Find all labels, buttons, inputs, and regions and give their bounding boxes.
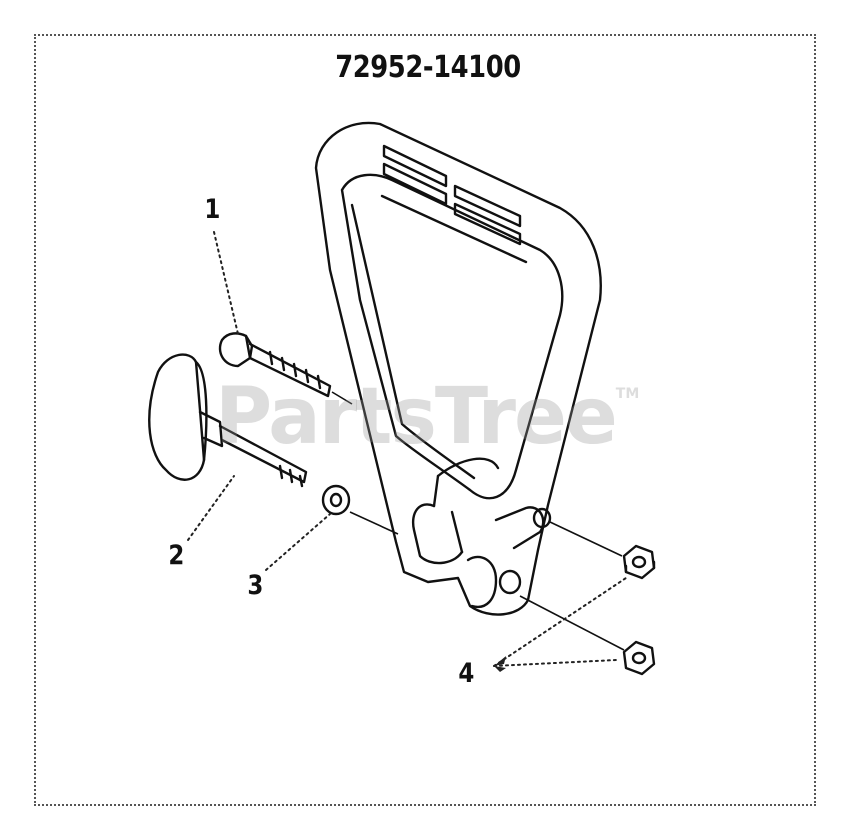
washer-assembly-line — [349, 511, 399, 535]
washer-icon — [321, 484, 351, 516]
watermark: PartsTreeTM — [215, 372, 640, 462]
bolt-icon — [218, 332, 332, 398]
hex-nut-icon — [622, 640, 656, 676]
callout-4: 4 — [458, 658, 475, 689]
hex-nut-icon — [622, 544, 656, 580]
trademark-mark: TM — [615, 386, 640, 402]
leader-line-3 — [265, 513, 331, 571]
callout-2: 2 — [168, 540, 185, 571]
leader-line-1 — [213, 231, 239, 335]
bolt-assembly-line — [331, 391, 353, 405]
leader-line-4a — [493, 577, 627, 667]
callout-1: 1 — [204, 194, 221, 225]
nut-lower-assembly-line — [519, 595, 625, 651]
diagram-frame — [34, 34, 816, 806]
callout-3: 3 — [247, 570, 264, 601]
nut-upper-assembly-line — [549, 521, 623, 557]
loop-handle-icon — [314, 121, 602, 616]
leader-line-2 — [187, 475, 235, 541]
leader-line-4b — [493, 659, 617, 667]
part-number-title: 72952-14100 — [335, 50, 521, 85]
t-knob-icon — [148, 353, 308, 488]
